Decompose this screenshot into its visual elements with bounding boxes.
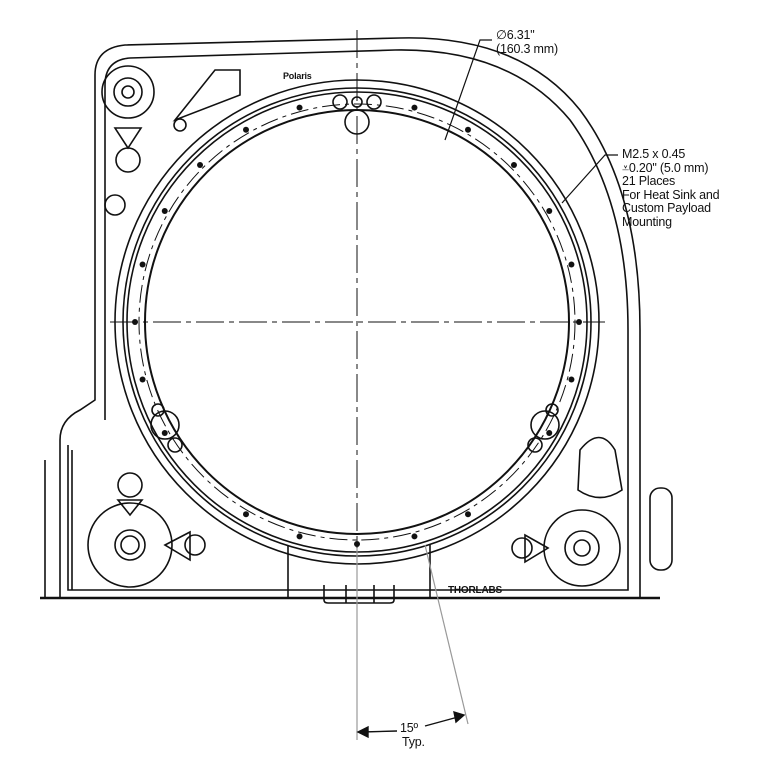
tapped-hole (576, 319, 582, 325)
depth-spec: ⩡0.20" (5.0 mm) (622, 160, 709, 175)
tapped-hole (510, 162, 517, 169)
places-count: 21 Places (622, 174, 676, 188)
housing-outline (59, 37, 641, 599)
polaris-logo: Polaris (283, 71, 312, 81)
angle-arrow-right (424, 716, 459, 727)
tapped-hole (546, 430, 553, 436)
tapped-holes (132, 104, 582, 547)
diameter-label: ∅6.31" (160.3 mm) (496, 28, 558, 56)
diameter-mm: (160.3 mm) (496, 41, 558, 56)
housing-inner-outline (67, 49, 629, 591)
angle-label: 15º (400, 721, 418, 736)
adjuster-top-left (101, 65, 241, 173)
tapped-hole (411, 104, 418, 111)
mount-left (150, 403, 183, 453)
adjuster-bottom-left (87, 472, 206, 588)
tapped-hole (568, 376, 575, 383)
base-slot (323, 585, 395, 604)
tapped-hole (296, 104, 303, 111)
tapped-hole (568, 261, 575, 268)
tapped-hole (243, 511, 249, 518)
diameter-value: ∅6.31" (496, 28, 535, 42)
diameter-leader (444, 39, 492, 141)
purpose-line: Mounting (622, 214, 672, 229)
arrowhead (356, 725, 369, 739)
thread-spec: M2.5 x 0.45 (622, 147, 686, 161)
holes-leader (561, 154, 618, 204)
tapped-hole (546, 208, 553, 214)
thorlabs-logo: THORLABS (448, 585, 502, 596)
left-pocket (104, 194, 126, 216)
tapped-hole (139, 376, 146, 383)
tapped-hole (465, 126, 471, 133)
tapped-holes-label: M2.5 x 0.45 ⩡0.20" (5.0 mm) 21 Places Fo… (622, 147, 720, 229)
tapped-hole (296, 533, 303, 540)
angle-value: 15º (400, 721, 418, 735)
purpose-line: For Heat Sink and (622, 187, 720, 202)
angle-ref-line-15 (424, 544, 469, 725)
mount-right (527, 403, 560, 453)
tapped-hole (161, 430, 168, 436)
side-slot (649, 487, 673, 571)
tapped-hole (411, 533, 418, 540)
tapped-hole (161, 208, 168, 214)
tapped-hole (465, 511, 471, 518)
angle-note: Typ. (402, 735, 425, 749)
arrowhead (453, 710, 466, 724)
tapped-hole (197, 162, 204, 169)
tapped-hole (354, 541, 360, 547)
purpose-line: Custom Payload (622, 201, 711, 215)
adjuster-bottom-right (511, 436, 623, 587)
tapped-hole (243, 126, 249, 133)
tapped-hole (139, 261, 146, 268)
